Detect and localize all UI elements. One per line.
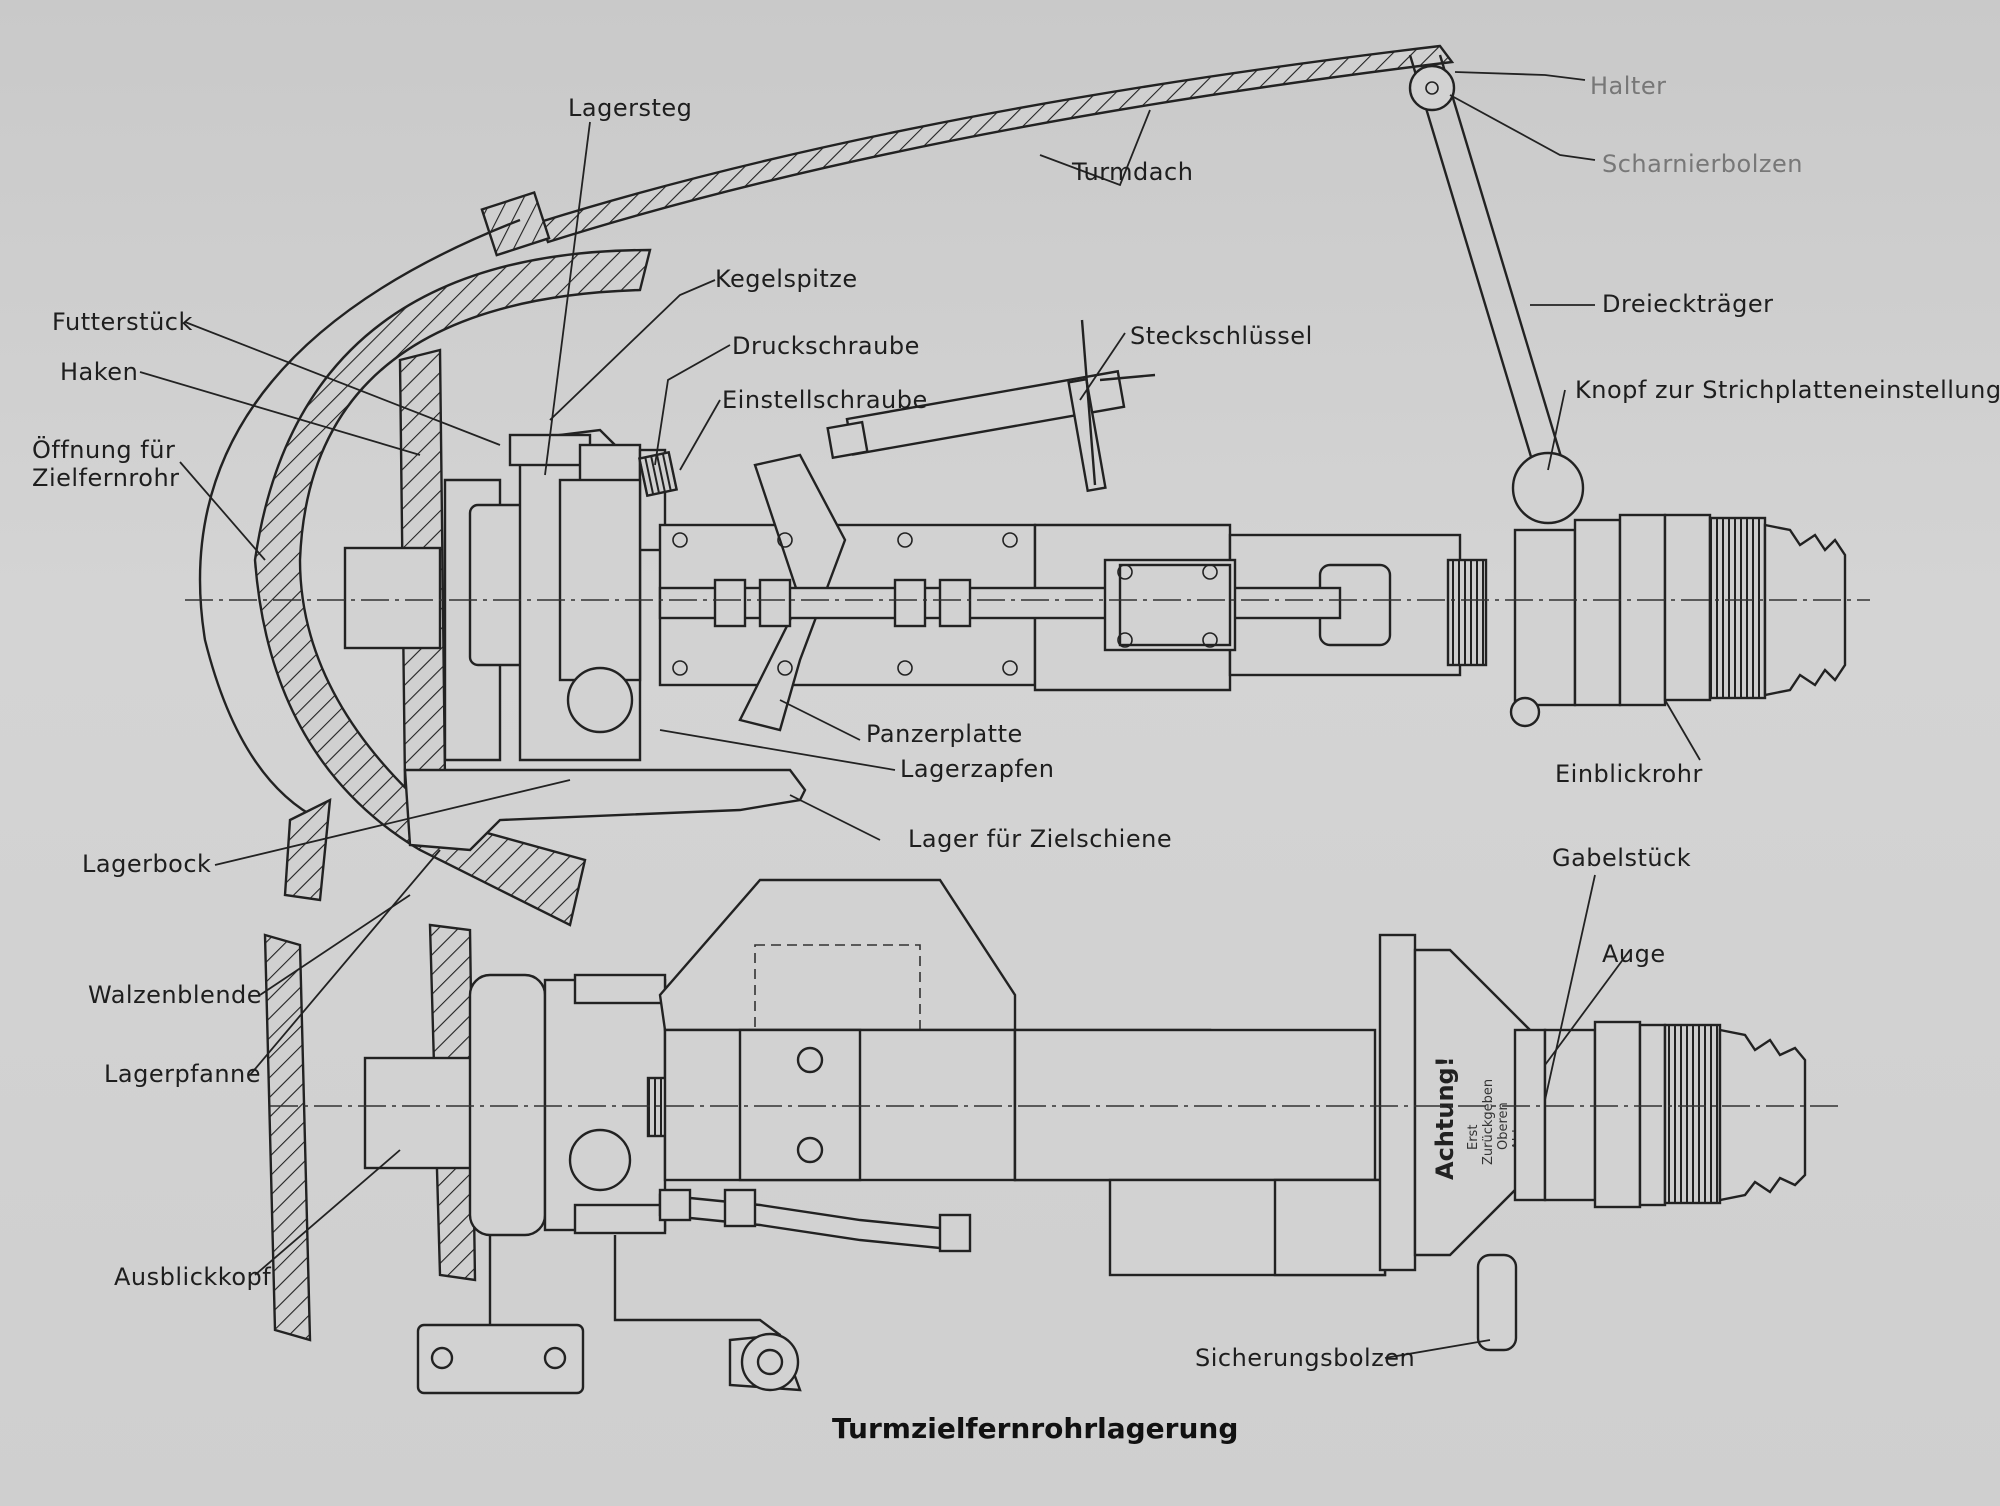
stamp-title: Achtung! — [1431, 1056, 1459, 1180]
prism-housing — [658, 878, 1017, 1032]
label-futterstueck: Futterstück — [52, 308, 193, 336]
setting-screw — [637, 450, 679, 498]
safety-bolt — [1476, 1253, 1518, 1352]
exit-head — [343, 546, 442, 650]
eye-cup — [1763, 523, 1847, 697]
label-oeffnung-line2: Zielfernrohr — [32, 464, 180, 492]
label-lager-zielschiene: Lager für Zielschiene — [908, 825, 1172, 853]
label-walzenblende: Walzenblende — [88, 981, 262, 1009]
label-lagerbock: Lagerbock — [82, 850, 211, 878]
aiming-rail-bearing — [403, 768, 807, 852]
label-turmdach: Turmdach — [1071, 158, 1193, 186]
labels: Lagersteg Turmdach Halter Scharnierbolze… — [32, 72, 2000, 1445]
stamp-line2: Zurückgeben — [1481, 1079, 1496, 1165]
eyepiece-collar — [1513, 528, 1577, 707]
label-gabelstueck: Gabelstück — [1552, 844, 1691, 872]
upper-side-view — [185, 44, 1870, 927]
stamp-line3: Oberen — [1496, 1102, 1511, 1150]
label-lagerpfanne: Lagerpfanne — [104, 1060, 261, 1088]
hinge-pin — [1408, 64, 1456, 112]
label-haken: Haken — [60, 358, 138, 386]
label-auge: Auge — [1602, 940, 1666, 968]
label-panzerplatte: Panzerplatte — [866, 720, 1023, 748]
lower-lip — [283, 797, 332, 902]
eye-cup-top — [1718, 1028, 1807, 1202]
curved-housing — [253, 248, 652, 927]
bearing-journal — [566, 666, 634, 734]
screw-heads — [672, 532, 1218, 676]
label-knopf: Knopf zur Strichplatteneinstellung — [1575, 376, 2000, 404]
armor-strip-left — [263, 933, 312, 1342]
label-lagerzapfen: Lagerzapfen — [900, 755, 1054, 783]
eyepiece-knurl — [1708, 516, 1767, 700]
exit-head-top — [363, 1056, 477, 1170]
label-steckschluessel: Steckschlüssel — [1130, 322, 1313, 350]
label-ausblickkopf: Ausblickkopf — [114, 1263, 271, 1291]
label-oeffnung-line1: Öffnung für — [32, 435, 175, 464]
lower-top-view: Achtung! Erst Zurückgeben Oberen Ablesen — [263, 878, 1840, 1395]
label-einstellschraube: Einstellschraube — [722, 386, 928, 414]
label-sicherungsbolzen: Sicherungsbolzen — [1195, 1344, 1415, 1372]
diagram-caption: Turmzielfernrohrlagerung — [832, 1412, 1238, 1445]
roof-edge-block — [480, 191, 551, 257]
label-druckschraube: Druckschraube — [732, 332, 920, 360]
turret-roof — [538, 44, 1455, 244]
label-lagersteg: Lagersteg — [568, 94, 692, 122]
label-halter: Halter — [1590, 72, 1666, 100]
leader-lines — [139, 71, 1701, 1359]
label-scharnierbolzen: Scharnierbolzen — [1602, 150, 1803, 178]
mount-plate — [416, 1323, 585, 1395]
outer-shell-line — [198, 218, 521, 822]
triangle-carrier — [1408, 54, 1567, 471]
socket-wrench — [826, 319, 1156, 493]
eyepiece-knurl-top — [1663, 1023, 1722, 1205]
reticle-knob — [1511, 451, 1585, 525]
label-einblickrohr: Einblickrohr — [1555, 760, 1703, 788]
label-dreiecktraeger: Dreieckträger — [1602, 290, 1773, 318]
fork-piece — [1378, 933, 1417, 1272]
label-kegelspitze: Kegelspitze — [715, 265, 858, 293]
journal-top — [568, 1128, 632, 1192]
diopter-ring — [1446, 558, 1488, 667]
stamp-line1: Erst — [1466, 1125, 1481, 1150]
